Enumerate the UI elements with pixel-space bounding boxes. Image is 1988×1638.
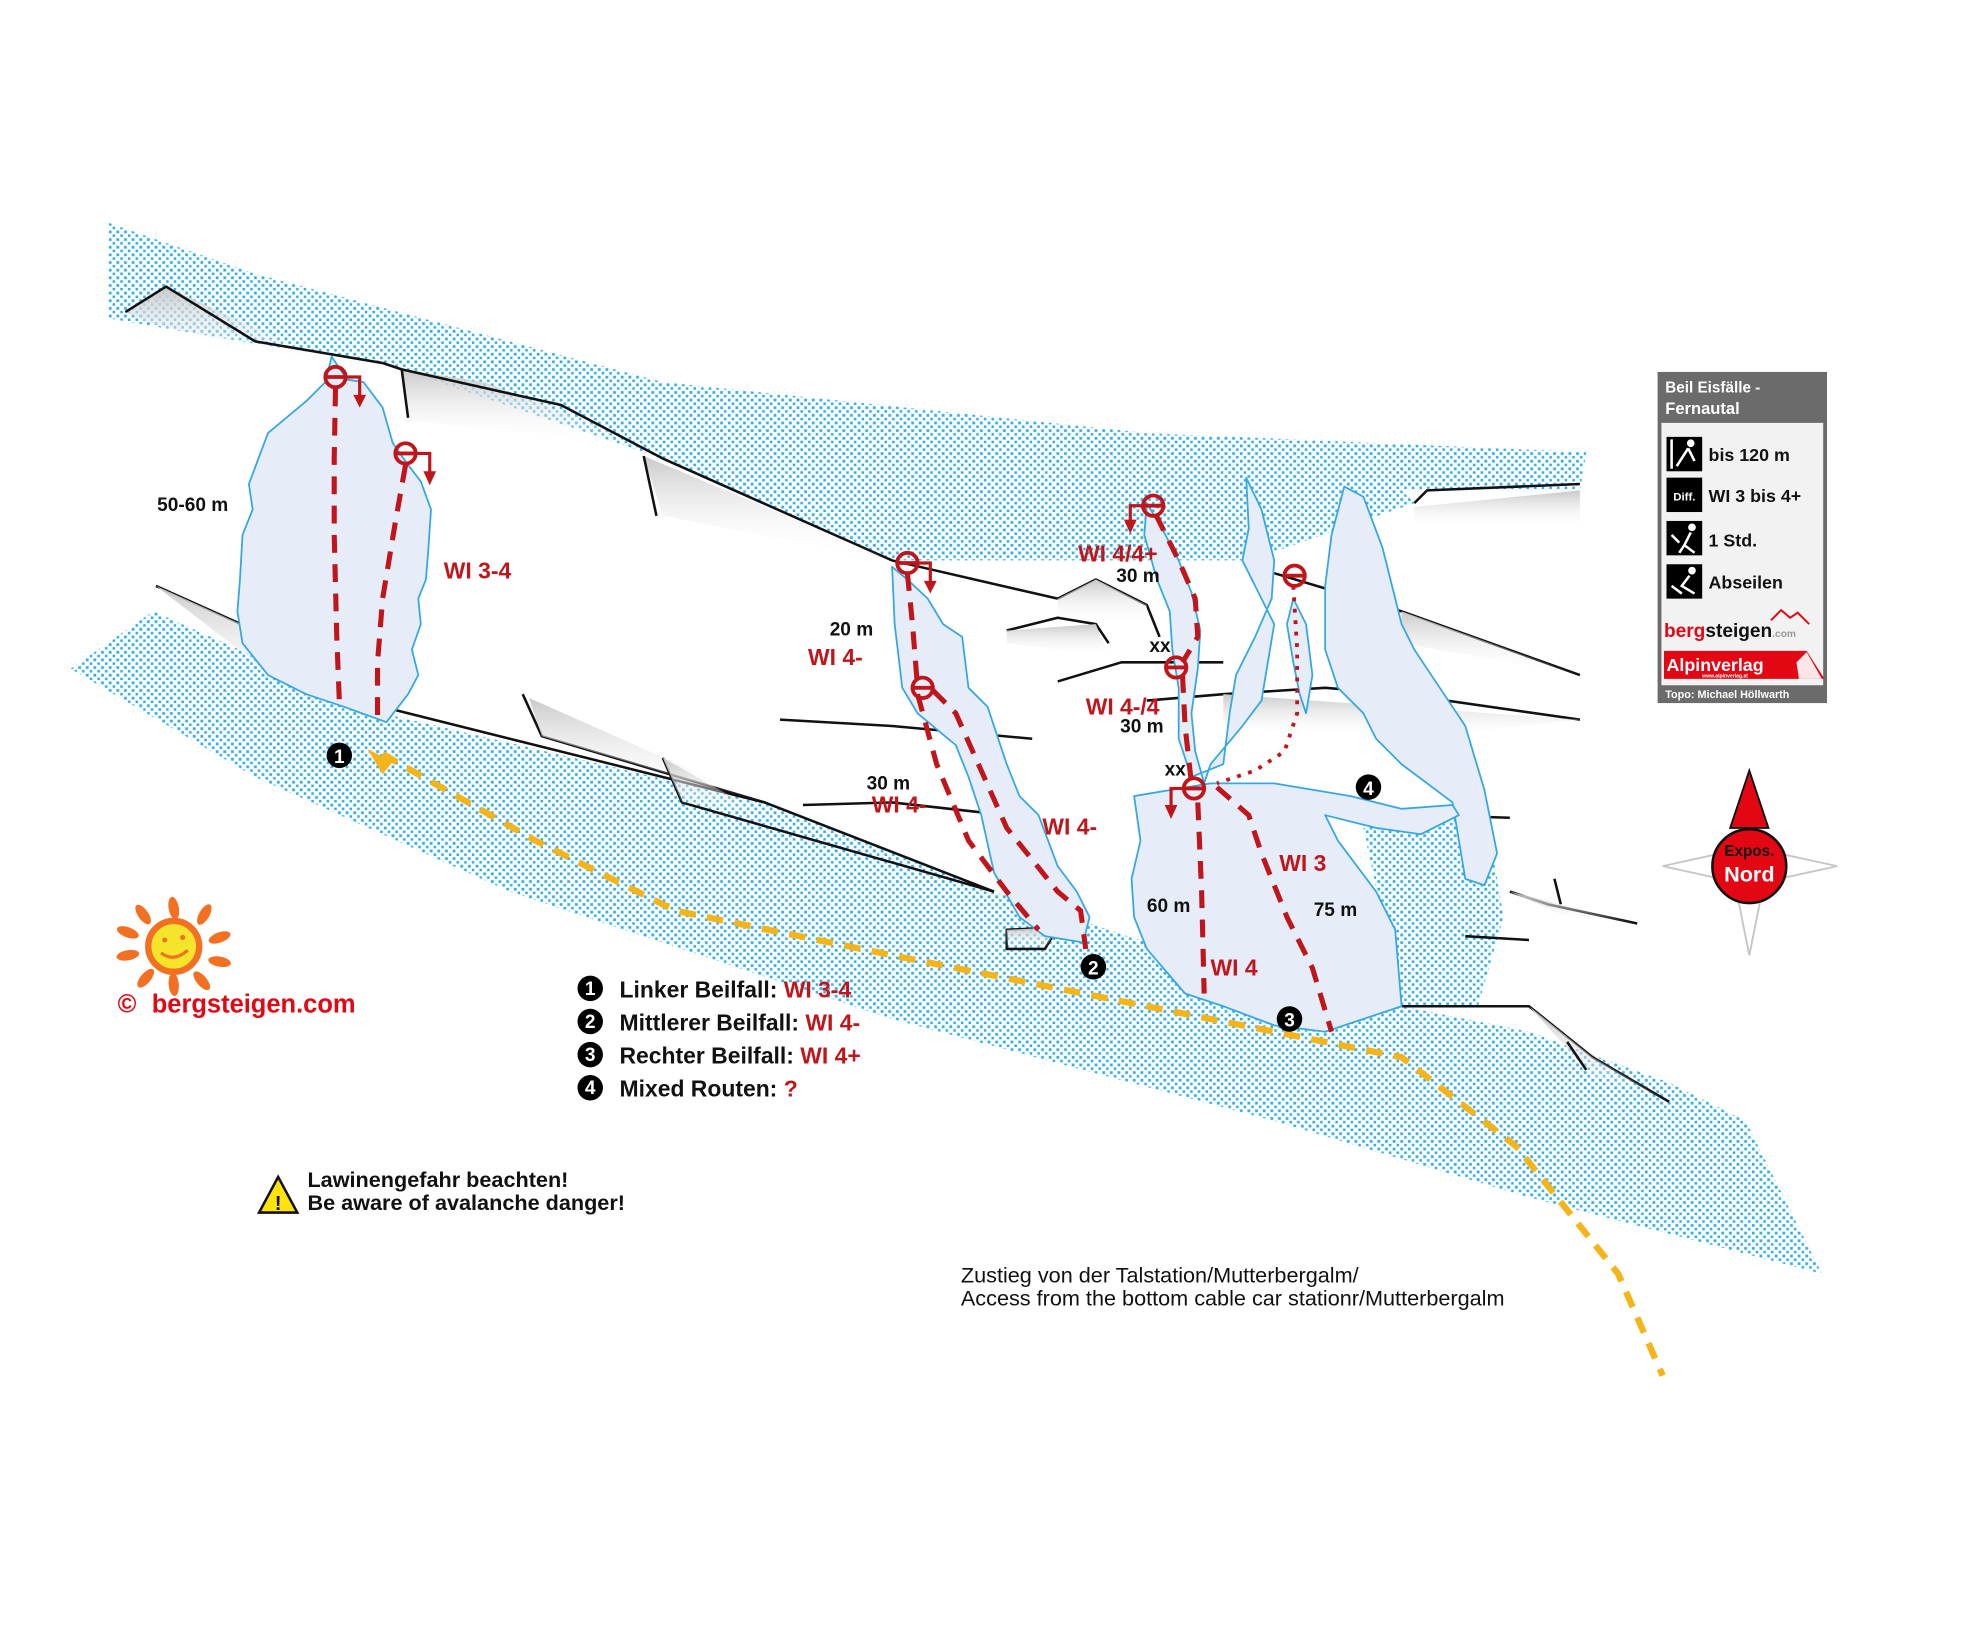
svg-text:1: 1 bbox=[334, 747, 345, 768]
svg-text:4: 4 bbox=[1363, 779, 1374, 800]
svg-text:Lawinengefahr beachten!: Lawinengefahr beachten! bbox=[307, 1167, 568, 1192]
ice-hanging-curtain bbox=[1286, 597, 1314, 715]
info-difficulty: WI 3 bis 4+ bbox=[1709, 486, 1802, 506]
route1-grade: WI 3-4 bbox=[444, 557, 512, 583]
abseil-arrow-icon bbox=[1164, 804, 1178, 819]
abseil-arrow-icon bbox=[1123, 519, 1137, 534]
approach-arrowhead-icon bbox=[367, 748, 393, 775]
legend-item: 4 Mixed Routen: ? bbox=[577, 1075, 798, 1102]
svg-text:Mixed Routen: ?: Mixed Routen: ? bbox=[620, 1076, 798, 1102]
route3-length-left: 60 m bbox=[1147, 896, 1191, 917]
access-note: Zustieg von der Talstation/Mutterbergalm… bbox=[961, 1263, 1505, 1311]
center-length-mid: 30 m bbox=[1120, 716, 1164, 737]
info-credit: Topo: Michael Höllwarth bbox=[1665, 689, 1789, 701]
center-marker-1: xx bbox=[1149, 636, 1171, 657]
svg-text:Zustieg von der Talstation/Mut: Zustieg von der Talstation/Mutterbergalm… bbox=[961, 1263, 1360, 1288]
svg-text:Mittlerer Beilfall: WI 4-: Mittlerer Beilfall: WI 4- bbox=[620, 1009, 861, 1035]
avalanche-warning: ! Lawinengefahr beachten! Be aware of av… bbox=[256, 1167, 625, 1215]
anchor-icon bbox=[1164, 655, 1189, 680]
svg-text:Alpinverlag: Alpinverlag bbox=[1667, 655, 1764, 675]
center-grade-top: WI 4/4+ bbox=[1078, 541, 1158, 567]
route-number-1: 1 bbox=[326, 742, 353, 769]
ice-formations bbox=[236, 355, 1499, 1033]
snow-slope-upper bbox=[108, 222, 1587, 561]
svg-text:Rechter Beilfall: WI 4+: Rechter Beilfall: WI 4+ bbox=[620, 1043, 861, 1069]
svg-text:Access from the bottom cable c: Access from the bottom cable car station… bbox=[961, 1286, 1505, 1311]
svg-text:Be aware of avalanche danger!: Be aware of avalanche danger! bbox=[307, 1190, 625, 1215]
legend-item: 3 Rechter Beilfall: WI 4+ bbox=[577, 1041, 861, 1069]
route2-grade-top: WI 4- bbox=[808, 644, 863, 670]
route2-length-left: 30 m bbox=[867, 774, 911, 795]
copyright-site: ©bergsteigen.com bbox=[118, 991, 356, 1019]
svg-text:3: 3 bbox=[1284, 1011, 1295, 1032]
bergsteigen-brand-logo: bergsteigen.com bbox=[1664, 608, 1810, 642]
info-length: bis 120 m bbox=[1709, 445, 1790, 465]
route-lines bbox=[331, 388, 1334, 1033]
compass-nord-label: Nord bbox=[1724, 861, 1774, 886]
route-number-2: 2 bbox=[1080, 954, 1107, 980]
info-box: Beil Eisfälle - Fernautal bis 120 m Diff… bbox=[1657, 371, 1828, 704]
svg-text:1: 1 bbox=[585, 979, 596, 1000]
center-marker-2: xx bbox=[1165, 760, 1187, 781]
info-title-2: Fernautal bbox=[1665, 399, 1739, 418]
svg-text:2: 2 bbox=[1088, 958, 1099, 979]
difficulty-icon: Diff. bbox=[1666, 477, 1703, 513]
svg-text:3: 3 bbox=[585, 1045, 596, 1066]
svg-text:www.alpinverlag.at: www.alpinverlag.at bbox=[1701, 674, 1748, 680]
route3-grade-left: WI 4 bbox=[1211, 955, 1258, 981]
ice-right-pillar bbox=[1324, 485, 1499, 887]
route2-length-top: 20 m bbox=[830, 620, 874, 641]
anchor-icon bbox=[910, 675, 935, 700]
svg-text:bergsteigen.com: bergsteigen.com bbox=[1664, 621, 1796, 642]
info-approach-time: 1 Std. bbox=[1709, 530, 1758, 550]
approach-hiker-icon bbox=[1666, 520, 1703, 556]
info-title-1: Beil Eisfälle - bbox=[1665, 379, 1760, 396]
abseil-arrow-icon bbox=[923, 580, 937, 594]
anchor-icon bbox=[1282, 563, 1307, 588]
route1-length: 50-60 m bbox=[157, 495, 228, 516]
route-number-4: 4 bbox=[1355, 774, 1382, 800]
compass-expos-label: Expos. bbox=[1724, 843, 1774, 860]
svg-text:2: 2 bbox=[585, 1012, 596, 1033]
route-number-3: 3 bbox=[1276, 1006, 1303, 1032]
compass-exposure-north: Expos. Nord bbox=[1662, 767, 1838, 956]
approach-path bbox=[381, 751, 1666, 1377]
legend-item: 1 Linker Beilfall: WI 3-4 bbox=[577, 975, 852, 1002]
svg-text:4: 4 bbox=[585, 1078, 596, 1099]
ice-right-beilfall bbox=[1130, 782, 1460, 1033]
ice-center-pillar bbox=[1143, 476, 1276, 785]
route2-grade-right: WI 4- bbox=[1042, 813, 1097, 839]
route2-grade-left: WI 4- bbox=[872, 792, 927, 818]
ice-middle-beilfall bbox=[891, 565, 1091, 944]
route3-length-right: 75 m bbox=[1314, 900, 1358, 921]
belay-anchors bbox=[323, 364, 1307, 819]
sun-logo-icon bbox=[116, 896, 231, 997]
svg-text:Diff.: Diff. bbox=[1673, 492, 1695, 504]
info-descent: Abseilen bbox=[1709, 572, 1783, 592]
snow-slope-lower bbox=[70, 611, 1822, 1274]
center-length-top: 30 m bbox=[1116, 566, 1160, 587]
svg-text:Linker Beilfall: WI 3-4: Linker Beilfall: WI 3-4 bbox=[620, 976, 852, 1002]
warning-triangle-icon: ! bbox=[256, 1174, 300, 1215]
center-grade-mid: WI 4-/4 bbox=[1086, 694, 1160, 720]
svg-text:!: ! bbox=[275, 1193, 282, 1215]
legend-item: 2 Mittlerer Beilfall: WI 4- bbox=[577, 1008, 861, 1035]
descent-abseil-icon bbox=[1666, 564, 1703, 599]
mountain-peak-icon bbox=[1770, 608, 1810, 625]
abseil-arrow-icon bbox=[353, 394, 367, 408]
climber-icon bbox=[1666, 436, 1703, 472]
alpinverlag-brand-logo: Alpinverlag www.alpinverlag.at bbox=[1663, 650, 1825, 680]
abseil-arrow-icon bbox=[423, 471, 437, 486]
route-legend: 1 Linker Beilfall: WI 3-4 2 Mittlerer Be… bbox=[577, 975, 861, 1102]
route3-grade-right: WI 3 bbox=[1279, 850, 1326, 876]
